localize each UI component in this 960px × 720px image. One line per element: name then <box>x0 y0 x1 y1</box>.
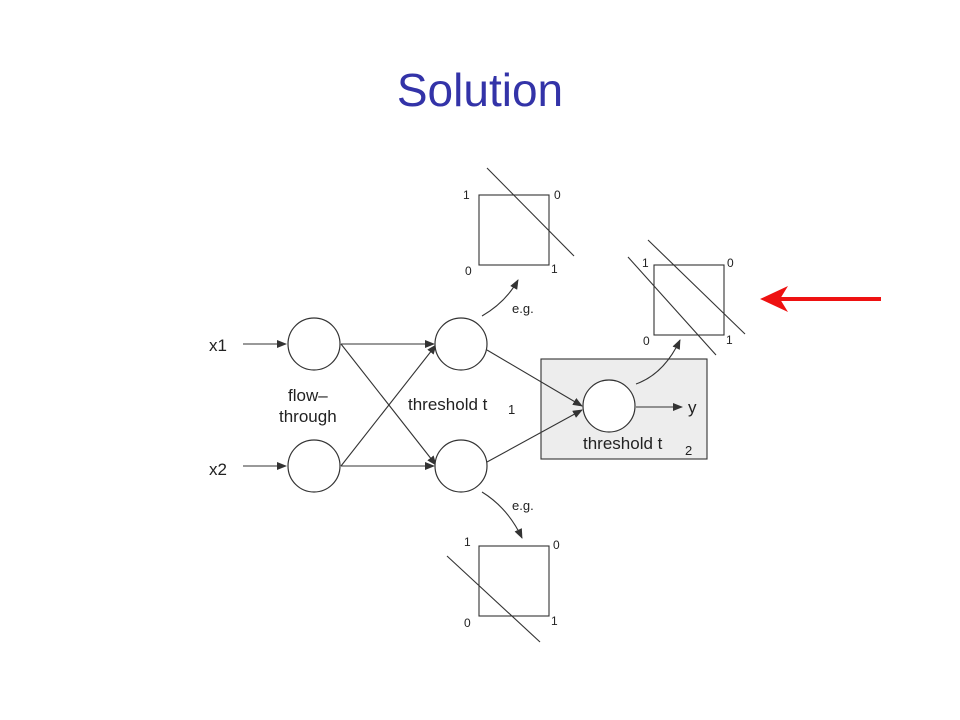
input-layer-label-line1: flow– <box>288 386 328 405</box>
top-plot-square <box>478 194 550 266</box>
output-node <box>582 379 636 433</box>
output-node-label: threshold t <box>583 434 663 453</box>
edge-in1-h2 <box>340 343 437 466</box>
bottom-callout-label: e.g. <box>512 498 534 513</box>
right-plot-square <box>653 264 725 336</box>
slide-title: Solution <box>396 64 564 116</box>
bottom-callout-arrow <box>481 491 523 539</box>
bottom-plot-decision-line <box>446 555 541 643</box>
right-plot-decision-line-2 <box>647 239 746 335</box>
edge-h1-out <box>486 349 583 407</box>
right-plot-corner-tl: 1 <box>642 256 649 270</box>
input-node-1 <box>287 317 341 371</box>
bottom-plot-corner-tr: 0 <box>553 538 560 552</box>
right-plot-decision-line-1 <box>627 256 717 356</box>
bottom-plot-square <box>478 545 550 617</box>
bottom-plot-corner-br: 1 <box>551 614 558 628</box>
output-node-subscript: 2 <box>685 443 692 458</box>
bottom-plot-corner-bl: 0 <box>464 616 471 630</box>
hidden-node-1 <box>434 317 488 371</box>
right-plot-corner-bl: 0 <box>643 334 650 348</box>
input-label-x1: x1 <box>209 336 227 355</box>
top-plot-decision-line <box>486 167 575 257</box>
top-callout-label: e.g. <box>512 301 534 316</box>
hidden-layer-label: threshold t <box>408 395 488 414</box>
input-node-2 <box>287 439 341 493</box>
right-callout-arrow <box>635 339 681 385</box>
top-callout-arrow <box>481 279 519 317</box>
pointer-arrow-icon <box>760 286 881 312</box>
top-plot-corner-bl: 0 <box>465 264 472 278</box>
top-plot-corner-tl: 1 <box>463 188 470 202</box>
hidden-node-2 <box>434 439 488 493</box>
output-label-y: y <box>688 398 697 417</box>
top-plot-corner-tr: 0 <box>554 188 561 202</box>
right-plot-corner-br: 1 <box>726 333 733 347</box>
hidden-layer-subscript: 1 <box>508 402 515 417</box>
edge-h2-out <box>486 409 583 463</box>
right-plot-corner-tr: 0 <box>727 256 734 270</box>
edge-in2-h1 <box>340 344 437 467</box>
input-label-x2: x2 <box>209 460 227 479</box>
bottom-plot-corner-tl: 1 <box>464 535 471 549</box>
top-plot-corner-br: 1 <box>551 262 558 276</box>
input-layer-label-line2: through <box>279 407 337 426</box>
